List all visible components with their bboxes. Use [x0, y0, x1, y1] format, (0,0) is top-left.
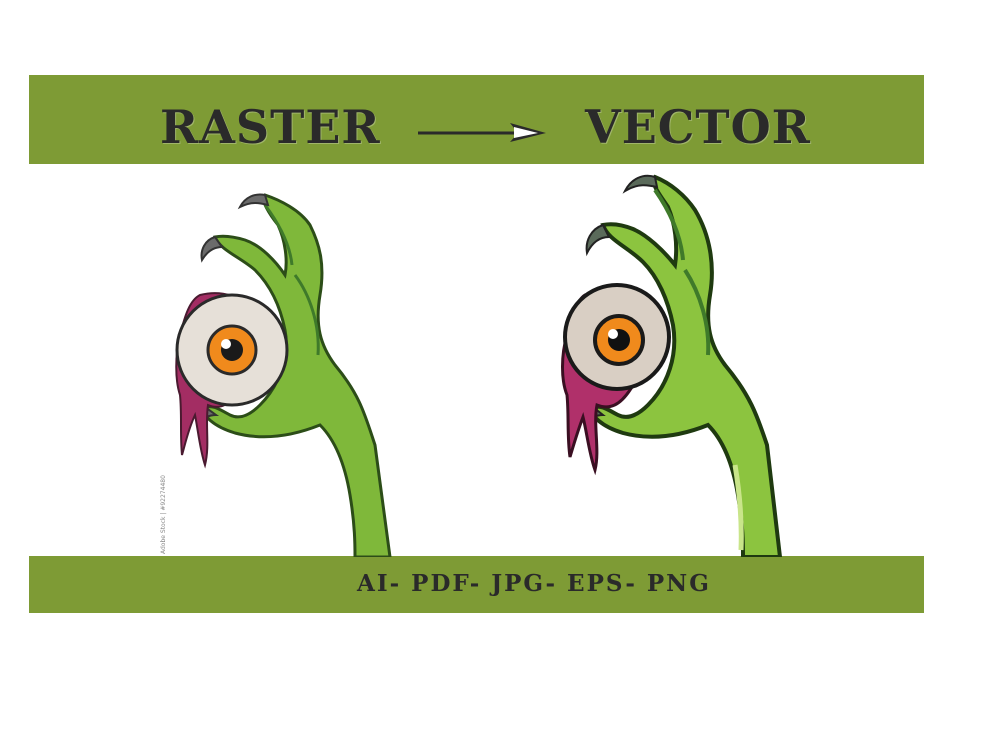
right-arrow-icon — [418, 123, 546, 142]
raster-title: RASTER — [160, 100, 381, 154]
top-banner — [29, 75, 924, 164]
bottom-banner — [29, 556, 924, 613]
vector-title: VECTOR — [585, 100, 811, 154]
raster-zombie-hand-image — [175, 193, 392, 557]
vector-zombie-hand-image — [561, 174, 783, 557]
file-formats-label: AI- PDF- JPG- EPS- PNG — [357, 570, 711, 597]
stock-watermark: Adobe Stock | #92274480 — [160, 475, 167, 554]
